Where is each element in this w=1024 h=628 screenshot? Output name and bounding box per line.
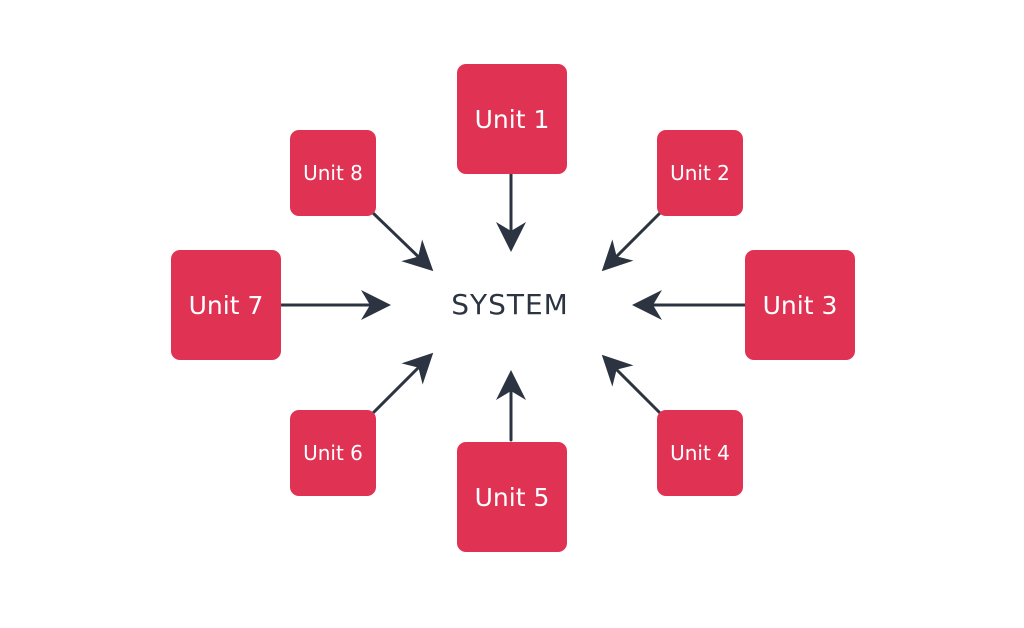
unit-3-box: Unit 3 [745,250,855,360]
arrow-unit-6-to-system [370,352,434,416]
unit-4-box: Unit 4 [657,410,743,496]
arrow-unit-8-to-system [370,210,434,272]
unit-1-box: Unit 1 [457,64,567,174]
unit-5-box: Unit 5 [457,442,567,552]
unit-6-box: Unit 6 [290,410,376,496]
arrow-unit-2-to-system [601,210,663,272]
arrow-unit-4-to-system [601,354,663,416]
unit-2-box: Unit 2 [657,130,743,216]
system-label: SYSTEM [451,287,569,321]
unit-8-box: Unit 8 [290,130,376,216]
unit-7-box: Unit 7 [171,250,281,360]
